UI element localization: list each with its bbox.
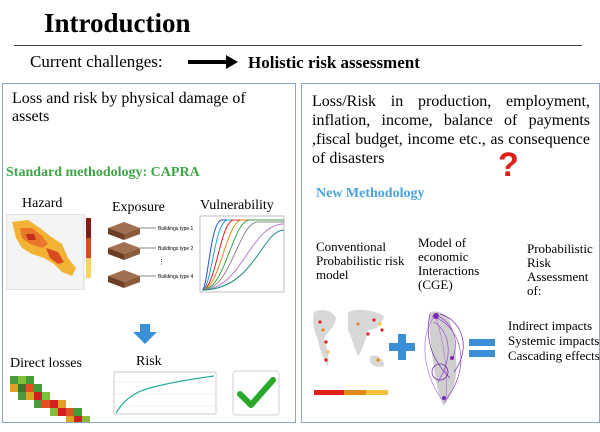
current-challenges-label: Current challenges:	[30, 52, 163, 71]
impact-item-cascading: Cascading effects	[508, 348, 600, 363]
economic-loss-text: Loss/Risk in production, employment, inf…	[312, 93, 590, 167]
new-methodology-title: New Methodology	[316, 186, 425, 201]
cge-model-label: Model of economic Interactions (CGE)	[418, 235, 480, 292]
exposure-item-4: Buildings type 4	[158, 274, 194, 280]
impact-item-systemic: Systemic impacts	[508, 333, 600, 348]
exposure-buildings-image: Buildings type 1 Buildings type 2 ⋮ Buil…	[108, 222, 194, 288]
exposure-item-2: Buildings type 2	[158, 246, 194, 252]
holistic-risk-label: Holistic risk assessment	[248, 53, 420, 72]
probabilistic-assessment-label: Probabilistic Risk Assessment of:	[527, 241, 593, 298]
capra-methodology-title: Standard methodology: CAPRA	[6, 165, 200, 180]
hazard-label: Hazard	[22, 196, 63, 211]
svg-text:⋮: ⋮	[158, 259, 165, 266]
conventional-risk-map-image	[308, 300, 394, 395]
impact-item-indirect: Indirect impacts	[508, 318, 593, 333]
page-title: Introduction	[44, 8, 191, 38]
direct-losses-label: Direct losses	[10, 356, 82, 371]
plus-icon	[389, 334, 415, 360]
exposure-label: Exposure	[112, 200, 165, 215]
exposure-item-1: Buildings type 1	[158, 226, 194, 232]
hazard-map-image	[6, 214, 91, 290]
risk-label: Risk	[136, 354, 162, 369]
direct-losses-map-image	[10, 376, 90, 422]
right-arrow-icon	[188, 55, 238, 69]
title-divider	[14, 45, 582, 46]
vulnerability-label: Vulnerability	[200, 198, 274, 213]
checkmark-icon	[232, 370, 280, 416]
conventional-model-label: Conventional Probabilistic risk model	[316, 239, 405, 282]
risk-curve-chart	[113, 371, 217, 415]
impacts-list: Indirect impacts Systemic impacts Cascad…	[508, 318, 600, 363]
equals-icon	[469, 339, 495, 357]
vulnerability-curves-chart	[199, 215, 285, 293]
down-arrow-icon	[133, 324, 157, 344]
cge-network-image	[424, 311, 464, 406]
physical-damage-text: Loss and risk by physical damage of asse…	[12, 90, 246, 125]
question-mark-icon: ?	[498, 146, 519, 184]
